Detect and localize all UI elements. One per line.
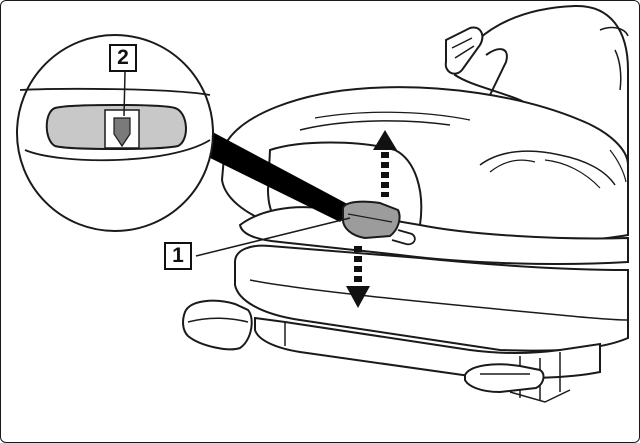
arrow-up-icon [373,130,397,197]
callout-label-1: 1 [164,242,192,270]
detail-indicator-icon [113,117,131,148]
seat-suspension [234,244,629,352]
front-lever [182,299,253,351]
leader-line-1 [195,217,351,257]
height-adjust-handle [341,200,401,240]
slide-rail [254,316,601,380]
detail-magnifier [16,34,214,232]
magnifier-beam [198,128,355,222]
callout-label-2: 2 [109,44,137,72]
arrow-down-icon [346,246,370,308]
rear-lever [464,363,545,394]
backrest-side-handle [444,26,484,75]
